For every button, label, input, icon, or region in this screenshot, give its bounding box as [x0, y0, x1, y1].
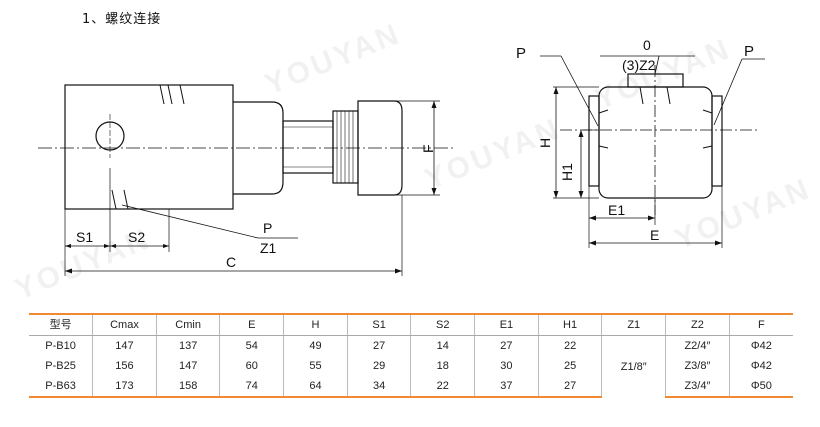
- cell-s2: 18: [410, 356, 475, 376]
- top-thread-mark: [159, 84, 185, 105]
- table-row: P-B25 156 147 60 55 29 18 30 25 Z3/8″ Φ4…: [29, 356, 793, 376]
- cell-f: Φ42: [728, 335, 793, 356]
- top-boss: [627, 73, 684, 88]
- cell-s1: 34: [346, 376, 411, 398]
- label-h1: H1: [559, 163, 575, 181]
- side-view: [38, 84, 455, 276]
- label-p-side: P: [263, 220, 272, 236]
- spec-table: 型号 Cmax Cmin E H S1 S2 E1 H1 Z1 Z2 F P-B…: [29, 313, 793, 398]
- cell-cmin: 137: [155, 335, 220, 356]
- cell-h: 49: [283, 335, 348, 356]
- label-s1: S1: [76, 229, 93, 245]
- table-row: P-B63 173 158 74 64 34 22 37 27 Z3/4″ Φ5…: [29, 376, 793, 398]
- cell-e: 54: [219, 335, 284, 356]
- thread-leader: [121, 204, 259, 239]
- col-h: H: [283, 314, 348, 336]
- label-s2: S2: [128, 229, 145, 245]
- label-c: C: [226, 254, 236, 270]
- cell-cmin: 147: [155, 356, 220, 376]
- label-o: 0: [643, 37, 651, 53]
- valve-drawing: YOUYAN YOUYAN YOUYAN YOUYAN YOUYAN: [10, 17, 816, 306]
- left-boss: [588, 95, 600, 187]
- col-f: F: [728, 314, 793, 336]
- cell-model: P-B63: [29, 376, 93, 398]
- table-header-row: 型号 Cmax Cmin E H S1 S2 E1 H1 Z1 Z2 F: [29, 314, 793, 336]
- col-s1: S1: [346, 314, 411, 336]
- cell-e1: 30: [474, 356, 539, 376]
- col-cmax: Cmax: [92, 314, 157, 336]
- cell-e: 74: [219, 376, 284, 398]
- label-z1: Z1: [260, 240, 277, 256]
- table-row: P-B10 147 137 54 49 27 14 27 22 Z1/8″ Z2…: [29, 335, 793, 397]
- label-e1: E1: [608, 202, 625, 218]
- watermark-1: YOUYAN: [260, 17, 406, 101]
- right-boss: [711, 95, 723, 187]
- cell-h: 55: [283, 356, 348, 376]
- cell-cmin: 158: [155, 376, 220, 398]
- col-z2: Z2: [665, 314, 730, 336]
- watermark-2: YOUYAN: [420, 112, 566, 196]
- watermark-4: YOUYAN: [670, 172, 816, 256]
- cell-h1: 22: [537, 335, 602, 356]
- col-model: 型号: [29, 314, 93, 336]
- valve-body: [64, 84, 234, 210]
- cell-cmax: 147: [92, 335, 157, 356]
- cell-cmax: 173: [92, 376, 157, 398]
- cell-z2: Z2/4″: [665, 335, 730, 356]
- cell-s1: 27: [346, 335, 411, 356]
- cell-s1: 29: [346, 356, 411, 376]
- col-e1: E1: [474, 314, 539, 336]
- cell-f: Φ42: [728, 356, 793, 376]
- cell-f: Φ50: [728, 376, 793, 398]
- cell-h: 64: [283, 376, 348, 398]
- section-heading: 1、螺纹连接: [82, 12, 162, 27]
- label-f: F: [420, 144, 436, 153]
- cell-s2: 14: [410, 335, 475, 356]
- cell-s2: 22: [410, 376, 475, 398]
- label-e: E: [650, 227, 659, 243]
- cell-model: P-B10: [45, 340, 76, 352]
- cell-h1: 27: [537, 376, 602, 398]
- watermarks: YOUYAN YOUYAN YOUYAN YOUYAN YOUYAN: [10, 17, 816, 306]
- label-p-right: P: [744, 43, 754, 60]
- cell-e1: 37: [474, 376, 539, 398]
- bottom-thread-mark: [111, 189, 129, 210]
- label-z2: (3)Z2: [622, 57, 656, 73]
- cell-z1-shared: Z1/8″: [601, 335, 666, 397]
- cell-z2: Z3/8″: [665, 356, 730, 376]
- col-e: E: [219, 314, 284, 336]
- cell-z2: Z3/4″: [665, 376, 730, 398]
- col-cmin: Cmin: [155, 314, 220, 336]
- cell-e1: 27: [474, 335, 539, 356]
- cell-cmax: 156: [92, 356, 157, 376]
- cell-e: 60: [219, 356, 284, 376]
- cell-h1: 25: [537, 356, 602, 376]
- label-h: H: [537, 138, 553, 148]
- label-p-left: P: [516, 45, 526, 62]
- col-h1: H1: [537, 314, 602, 336]
- col-z1: Z1: [601, 314, 666, 336]
- valve-stem: [282, 120, 334, 174]
- end-view: [540, 55, 765, 248]
- col-s2: S2: [410, 314, 475, 336]
- cell-model: P-B25: [45, 360, 76, 372]
